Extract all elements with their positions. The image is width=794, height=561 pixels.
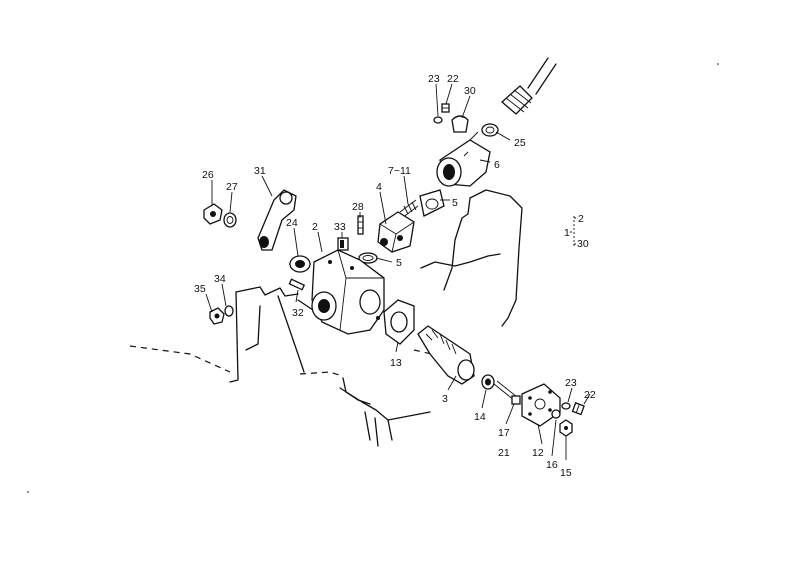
part-30-cap [451,115,469,133]
part-14-bushing [481,374,495,390]
callout-6: 6 [494,159,500,171]
part-15-locknut [559,419,573,437]
assembly-group-legend: 1 2 30 [564,213,589,250]
callout-27: 27 [226,181,238,193]
part-4-valve-block [377,211,415,253]
callout-labels: 23 22 30 25 6 7~11 5 4 26 27 31 28 33 2 … [194,73,596,479]
callout-5b: 5 [396,257,402,269]
callout-23b: 23 [565,377,577,389]
callout-15: 15 [560,467,572,479]
callout-22b: 22 [584,389,596,401]
callout-30: 30 [464,85,476,97]
part-23b-washer [561,402,571,410]
callout-17: 17 [498,427,510,439]
scan-marks [27,63,719,493]
part-27-washer [223,212,237,228]
part-5a-gasket [419,189,445,217]
part-13-gasket [383,299,415,345]
part-31-pitman-arm [257,189,297,251]
group-legend-parent: 1 [564,227,570,239]
part-2-gear-housing [311,249,385,335]
callout-24: 24 [286,217,298,229]
leader-lines [205,83,591,460]
callout-34: 34 [214,273,226,285]
part-28-pin [357,215,364,235]
callout-28: 28 [352,201,364,213]
part-24-seal [289,255,311,273]
background-frame [129,189,523,447]
callout-5a: 5 [452,197,458,209]
part-16-washer [551,409,561,419]
part-12-side-cover [521,383,561,427]
part-6-socket-housing [436,131,491,187]
callout-23a: 23 [428,73,440,85]
callout-21: 21 [498,447,510,459]
part-23a-washer [433,116,443,124]
callout-16: 16 [546,459,558,471]
part-35-nut [209,307,225,325]
steering-rod [501,57,557,115]
callout-25: 25 [514,137,526,149]
callout-3: 3 [442,393,448,405]
part-22b-bolt [571,402,585,416]
part-22a-bolt [441,103,450,113]
group-legend-bracket [570,216,577,246]
callout-14: 14 [474,411,486,423]
callout-33: 33 [334,221,346,233]
part-3-sector-shaft [417,325,475,385]
part-25-ring [481,123,499,137]
callout-32: 32 [292,307,304,319]
part-17-adjust-screw [493,380,521,405]
group-legend-child-bottom: 30 [577,238,589,250]
callout-22a: 22 [447,73,459,85]
callout-31: 31 [254,165,266,177]
callout-35: 35 [194,283,206,295]
callout-7-11: 7~11 [388,165,411,177]
part-34-washer [224,305,234,317]
callout-13: 13 [390,357,402,369]
part-26-nut [203,203,223,225]
callout-26: 26 [202,169,214,181]
callout-2: 2 [312,221,318,233]
callout-12: 12 [532,447,544,459]
part-32-pin [288,278,306,291]
group-legend-child-top: 2 [578,213,584,225]
callout-4: 4 [376,181,382,193]
part-33-plug [337,237,349,251]
